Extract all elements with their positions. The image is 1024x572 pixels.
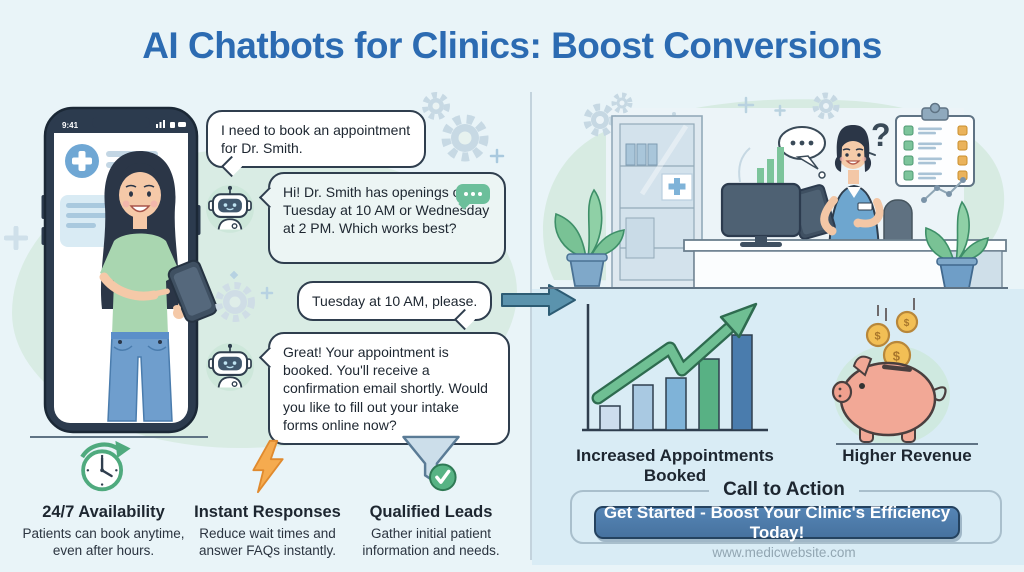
- chat-bubble-patient: I need to book an appointment for Dr. Sm…: [206, 110, 426, 169]
- clock-24-7-icon: [79, 440, 131, 492]
- typing-indicator-icon: [456, 184, 490, 204]
- piggy-bank-icon: $ $ $: [831, 298, 978, 445]
- feature-title: 24/7 Availability: [42, 503, 165, 521]
- pig-figure: [831, 355, 947, 443]
- feature-card-availability: 24/7 Availability Patients can book anyt…: [16, 438, 191, 560]
- speech-bubble-icon: [778, 126, 826, 179]
- benefit-label-appointments: Increased Appointments Booked: [576, 446, 774, 485]
- phone-woman-illustration: 9:41: [30, 106, 218, 438]
- robot-avatar-icon: [206, 343, 254, 391]
- reception-desk: [683, 239, 1007, 289]
- page-title: AI Chatbots for Clinics: Boost Conversio…: [142, 25, 882, 66]
- cta-button[interactable]: Get Started - Boost Your Clinic's Effici…: [594, 503, 960, 542]
- flow-arrow-icon: [501, 284, 576, 316]
- chat-bubble-bot: Great! Your appointment is booked. You'l…: [268, 332, 510, 445]
- line-chart-decor-icon: [921, 177, 966, 203]
- plus-icon: [489, 148, 505, 164]
- monitor-icon: [720, 182, 802, 247]
- office-cabinet: [611, 115, 703, 289]
- svg-text:$: $: [893, 349, 901, 364]
- phone-status-time: 9:41: [62, 121, 79, 130]
- feature-title: Instant Responses: [194, 503, 341, 521]
- plant-right: [925, 200, 989, 289]
- plant-left: [554, 188, 625, 287]
- feature-title: Qualified Leads: [369, 503, 493, 521]
- feature-card-responses: Instant Responses Reduce wait times and …: [180, 438, 355, 560]
- svg-text:$: $: [904, 318, 910, 329]
- growth-bar-chart-icon: [582, 302, 768, 432]
- plus-icon: [260, 286, 274, 300]
- checklist-clipboard-icon: [895, 102, 975, 187]
- svg-text:$: $: [875, 331, 881, 343]
- chat-message-text: Tuesday at 10 AM, please.: [312, 293, 478, 309]
- feature-description: Gather initial patient information and n…: [362, 526, 500, 559]
- chat-message-text: Great! Your appointment is booked. You'l…: [283, 344, 488, 433]
- chat-bubble-bot: Hi! Dr. Smith has openings on Tuesday at…: [268, 172, 506, 264]
- office-scene-illustration: ?: [540, 92, 1008, 289]
- chat-message-text: I need to book an appointment for Dr. Sm…: [221, 122, 411, 157]
- plus-icon: [737, 96, 786, 117]
- gear-icon: [215, 270, 274, 322]
- phone-status-icons: [156, 120, 186, 128]
- chat-message-text: Hi! Dr. Smith has openings on Tuesday at…: [283, 184, 490, 237]
- plus-icon: [4, 226, 28, 250]
- cta-heading: Call to Action: [570, 479, 998, 501]
- funnel-check-icon: [402, 435, 460, 492]
- coin-icon: $ $ $: [865, 310, 919, 370]
- gear-icon: [422, 92, 505, 164]
- benefit-label-revenue: Higher Revenue: [842, 446, 972, 465]
- feature-description: Patients can book anytime, even after ho…: [22, 526, 185, 559]
- woman-patient-figure: [99, 151, 218, 422]
- lightning-icon: [251, 439, 284, 494]
- robot-avatar-icon: [206, 185, 254, 233]
- chat-bubble-patient: Tuesday at 10 AM, please.: [297, 281, 493, 322]
- section-divider: [530, 92, 532, 560]
- feature-description: Reduce wait times and answer FAQs instan…: [198, 526, 337, 559]
- website-url: www.medicwebsite.com: [712, 545, 856, 560]
- feature-card-leads: Qualified Leads Gather initial patient i…: [342, 434, 520, 560]
- question-mark-decor: ?: [871, 117, 891, 153]
